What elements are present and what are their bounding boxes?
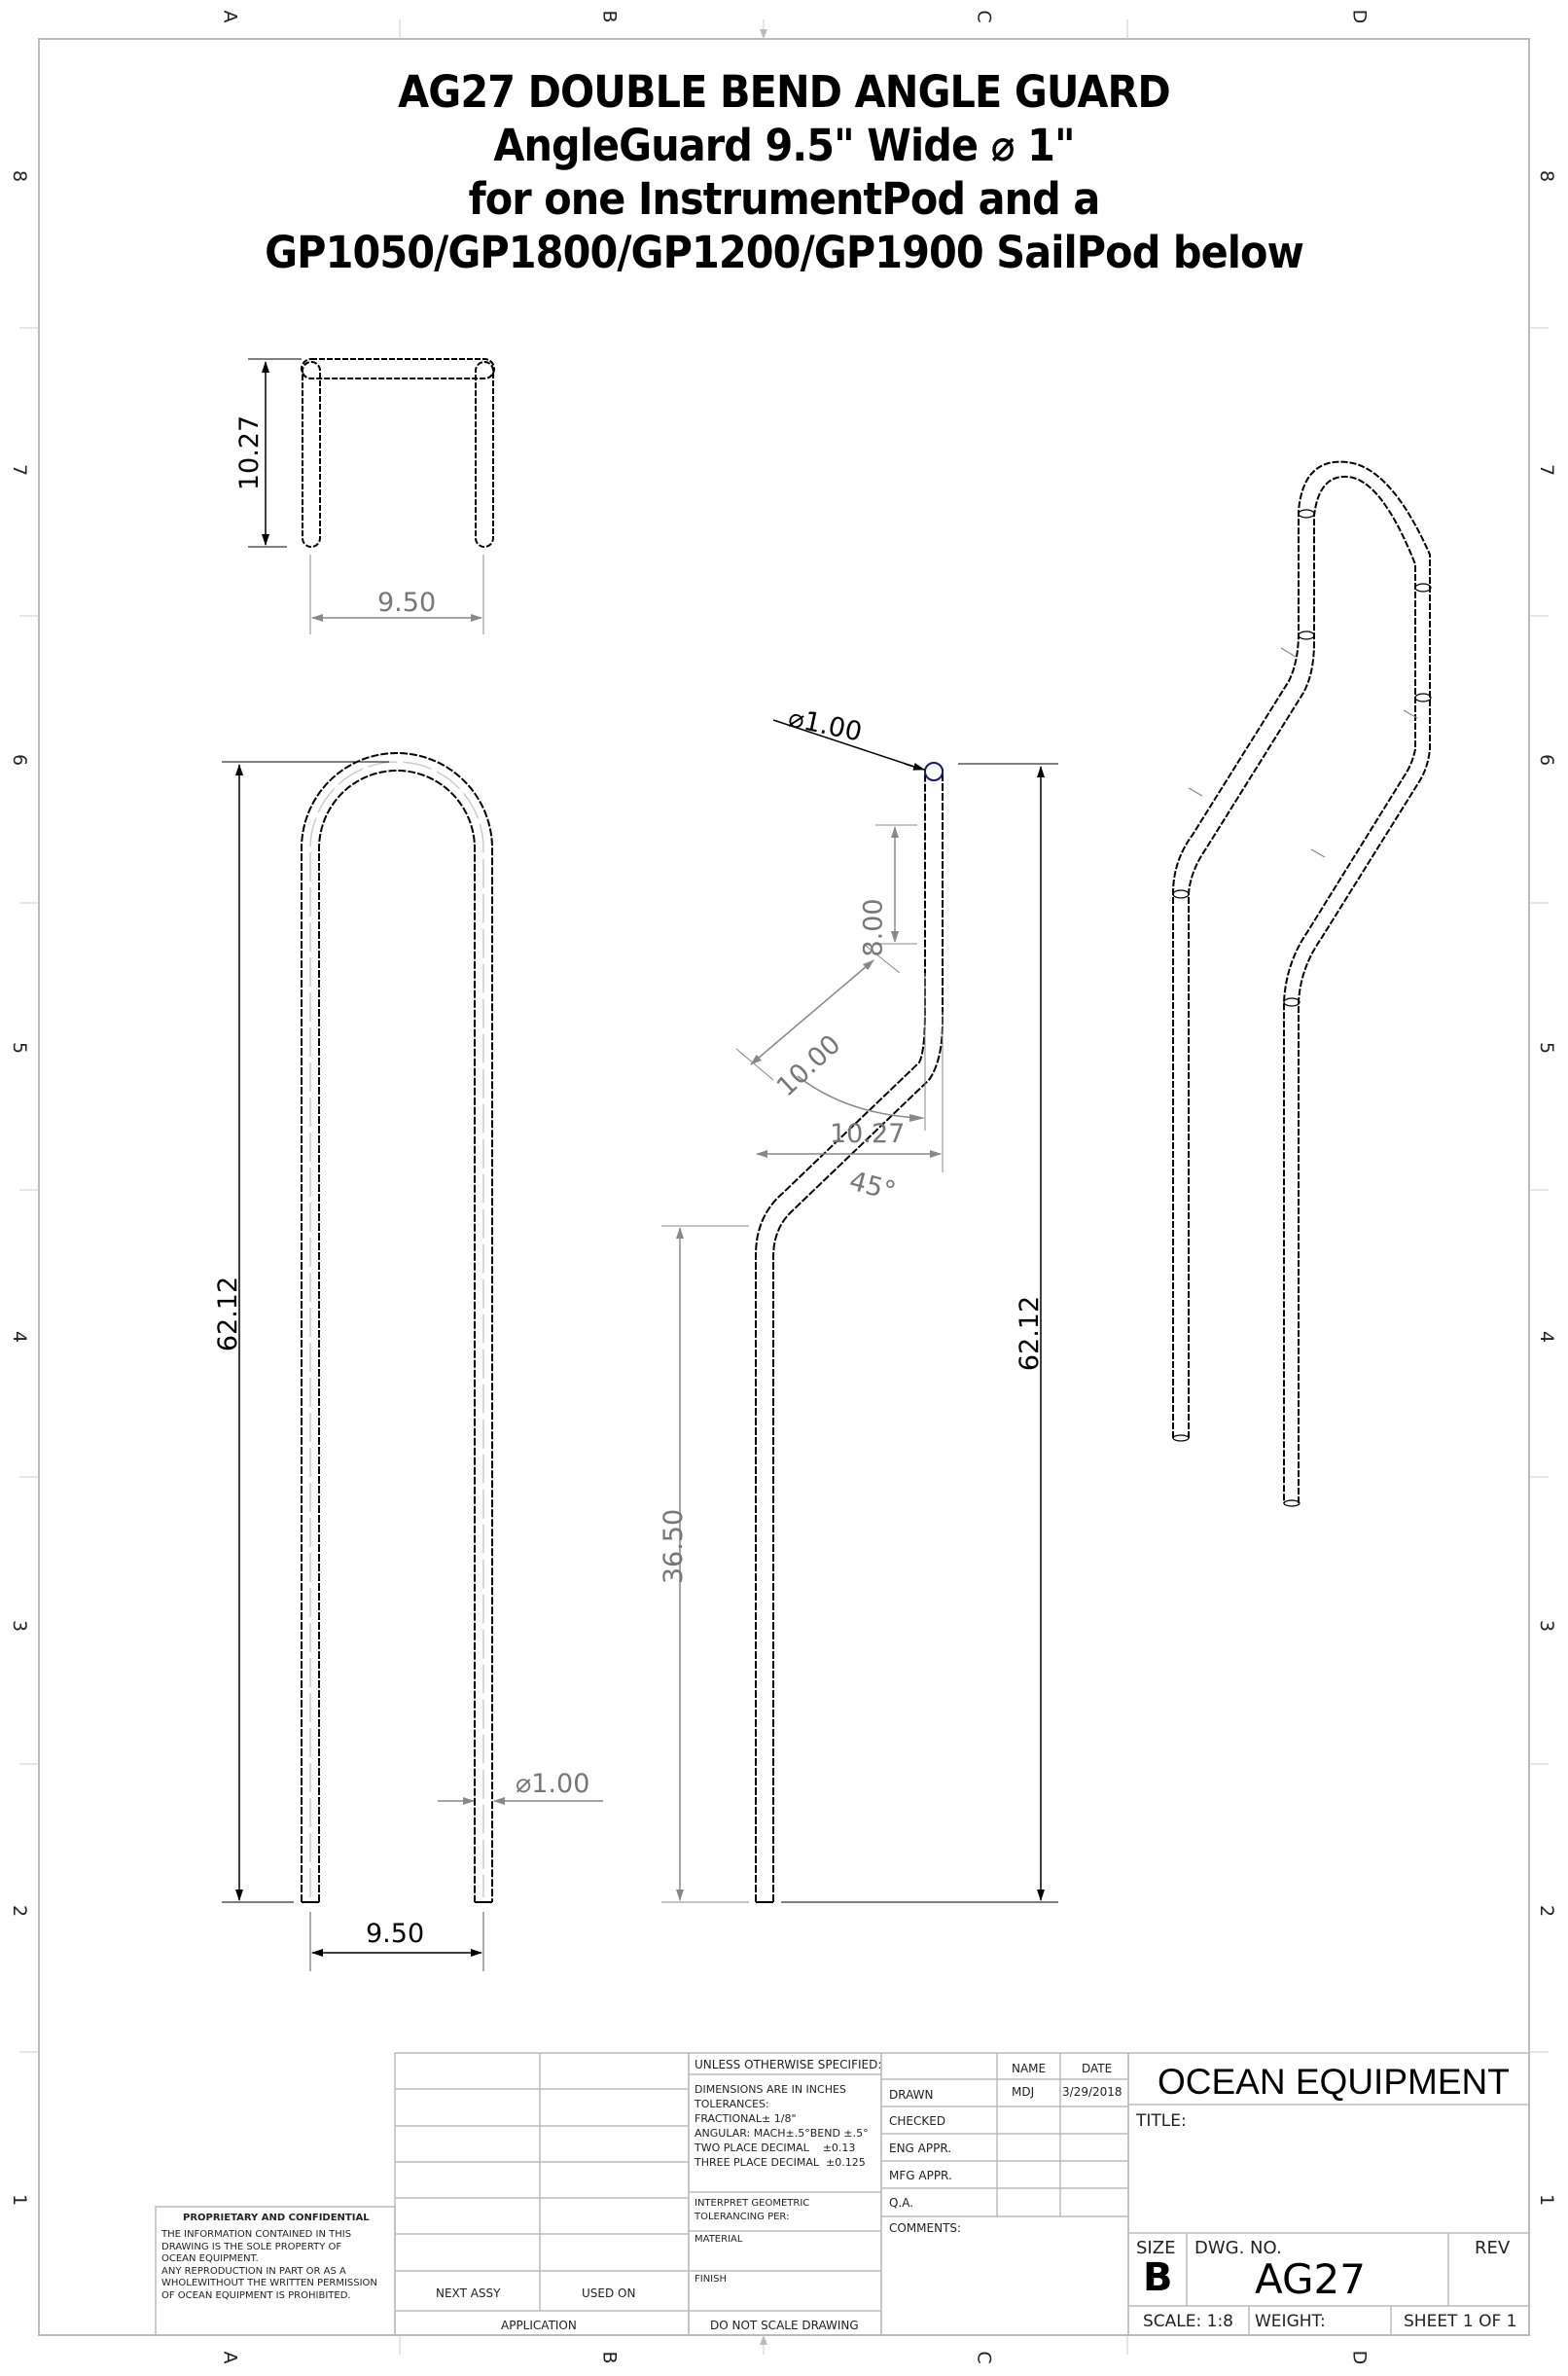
rev-label: REV: [1475, 2238, 1511, 2258]
side-view-lower-straight-dim: 36.50: [659, 1508, 690, 1585]
finish-label: FINISH: [695, 2274, 727, 2285]
side-view-offset-dim: 10.27: [830, 1119, 906, 1149]
zone-row-6-right: 6: [1536, 753, 1558, 767]
tolerance-line: TOLERANCES:: [695, 2098, 769, 2110]
zone-col-d-top: D: [1348, 9, 1371, 24]
date-header: DATE: [1082, 2062, 1113, 2075]
tolerance-line: THREE PLACE DECIMAL ±0.125: [695, 2156, 866, 2169]
drawn-name: MDJ: [1012, 2085, 1035, 2099]
dwg-no-value: AG27: [1255, 2255, 1366, 2303]
mfg-appr-label: MFG APPR.: [889, 2169, 952, 2182]
do-not-scale-label: DO NOT SCALE DRAWING: [710, 2319, 859, 2332]
top-view-height-dim: 10.27: [234, 414, 266, 491]
side-view: [755, 769, 944, 1903]
tolerance-line: FRACTIONAL± 1/8": [695, 2112, 797, 2125]
interpret-line: TOLERANCING PER:: [695, 2212, 790, 2222]
zone-row-5-right: 5: [1536, 1041, 1558, 1055]
zone-row-1-left: 1: [9, 2193, 31, 2207]
qa-label: Q.A.: [889, 2196, 914, 2210]
dwg-no-label: DWG. NO.: [1194, 2238, 1282, 2258]
next-assy-label: NEXT ASSY: [436, 2286, 501, 2300]
proprietary-title: PROPRIETARY AND CONFIDENTIAL: [183, 2213, 370, 2223]
interpret-line: INTERPRET GEOMETRIC: [695, 2198, 810, 2209]
zone-col-a-bottom: A: [219, 2351, 241, 2364]
drawn-label: DRAWN: [889, 2088, 934, 2102]
title-block-grid: [155, 2052, 1530, 2336]
front-view-width-dim: 9.50: [366, 1919, 425, 1949]
tolerance-line: ANGULAR: MACH±.5°BEND ±.5°: [695, 2127, 869, 2140]
zone-col-a-top: A: [219, 10, 241, 23]
tolerance-line: DIMENSIONS ARE IN INCHES: [695, 2083, 846, 2096]
isometric-view: [1172, 460, 1431, 1503]
proprietary-text: THE INFORMATION CONTAINED IN THIS DRAWIN…: [161, 2229, 377, 2302]
zone-row-8-right: 8: [1536, 169, 1558, 183]
interpret-block: INTERPRET GEOMETRIC TOLERANCING PER:: [695, 2197, 809, 2224]
name-header: NAME: [1012, 2062, 1047, 2075]
zone-row-7-left: 7: [9, 463, 31, 477]
zone-row-4-left: 4: [9, 1330, 31, 1344]
drawing-title-line-3: for one InstrumentPod and a: [468, 173, 1101, 225]
zone-row-4-right: 4: [1536, 1330, 1558, 1344]
tolerance-line: TWO PLACE DECIMAL ±0.13: [695, 2142, 856, 2154]
sheet-border: [19, 19, 1549, 2355]
drawn-date: 3/29/2018: [1062, 2085, 1123, 2099]
zone-row-1-right: 1: [1536, 2193, 1558, 2207]
tolerances-block: DIMENSIONS ARE IN INCHES TOLERANCES: FRA…: [695, 2082, 869, 2170]
zone-col-b-bottom: B: [598, 2351, 621, 2364]
front-view-diameter-dim: ⌀1.00: [516, 1769, 590, 1799]
side-view-top-straight-dim: 8.00: [858, 898, 889, 957]
material-label: MATERIAL: [695, 2234, 743, 2245]
proprietary-line: DRAWING IS THE SOLE PROPERTY OF: [161, 2241, 342, 2252]
size-label: SIZE: [1136, 2238, 1176, 2258]
scale-value: SCALE: 1:8: [1143, 2312, 1233, 2331]
company-name: OCEAN EQUIPMENT: [1158, 2062, 1510, 2102]
zone-col-c-bottom: C: [973, 2351, 995, 2364]
size-value: B: [1143, 2255, 1173, 2300]
proprietary-line: WHOLEWITHOUT THE WRITTEN PERMISSION: [161, 2278, 377, 2288]
zone-row-2-right: 2: [1536, 1904, 1558, 1918]
proprietary-line: OCEAN EQUIPMENT.: [161, 2253, 259, 2264]
weight-label: WEIGHT:: [1255, 2312, 1326, 2331]
used-on-label: USED ON: [582, 2286, 636, 2300]
checked-label: CHECKED: [889, 2114, 946, 2128]
end-circle-highlight: [924, 762, 944, 781]
side-view-height-dim: 62.12: [1015, 1295, 1046, 1372]
top-view-width-dim: 9.50: [377, 588, 437, 618]
front-view-dimensions: [222, 761, 603, 1971]
drawing-title-line-2: AngleGuard 9.5" Wide ⌀ 1": [493, 120, 1075, 171]
drawing-title-line-4: GP1050/GP1800/GP1200/GP1900 SailPod belo…: [265, 227, 1304, 278]
title-label: TITLE:: [1136, 2111, 1187, 2131]
zone-row-2-left: 2: [9, 1904, 31, 1918]
zone-row-5-left: 5: [9, 1041, 31, 1055]
proprietary-line: OF OCEAN EQUIPMENT IS PROHIBITED.: [161, 2289, 351, 2301]
zone-col-b-top: B: [598, 10, 621, 23]
sheet-value: SHEET 1 OF 1: [1404, 2312, 1517, 2331]
proprietary-line: ANY REPRODUCTION IN PART OR AS A: [161, 2265, 346, 2277]
eng-appr-label: ENG APPR.: [889, 2142, 952, 2155]
front-view-centerline: [309, 761, 484, 1897]
front-view-height-dim: 62.12: [213, 1276, 244, 1352]
top-view-dimensions: [248, 358, 484, 634]
zone-row-3-left: 3: [9, 1619, 31, 1633]
isometric-view-section-marks: [1172, 509, 1432, 1507]
zone-col-c-top: C: [973, 10, 995, 23]
application-label: APPLICATION: [501, 2319, 577, 2332]
zone-row-8-left: 8: [9, 169, 31, 183]
top-view: [301, 358, 495, 548]
front-view: [301, 752, 493, 1903]
zone-row-7-right: 7: [1536, 463, 1558, 477]
side-view-dimensions: [661, 719, 1058, 1903]
zone-row-3-right: 3: [1536, 1619, 1558, 1633]
zone-row-6-left: 6: [9, 753, 31, 767]
unless-specified: UNLESS OTHERWISE SPECIFIED:: [695, 2058, 882, 2071]
zone-col-d-bottom: D: [1348, 2350, 1371, 2365]
proprietary-line: THE INFORMATION CONTAINED IN THIS: [161, 2229, 352, 2240]
drawing-title-line-1: AG27 DOUBLE BEND ANGLE GUARD: [398, 66, 1171, 118]
comments-label: COMMENTS:: [889, 2221, 962, 2235]
